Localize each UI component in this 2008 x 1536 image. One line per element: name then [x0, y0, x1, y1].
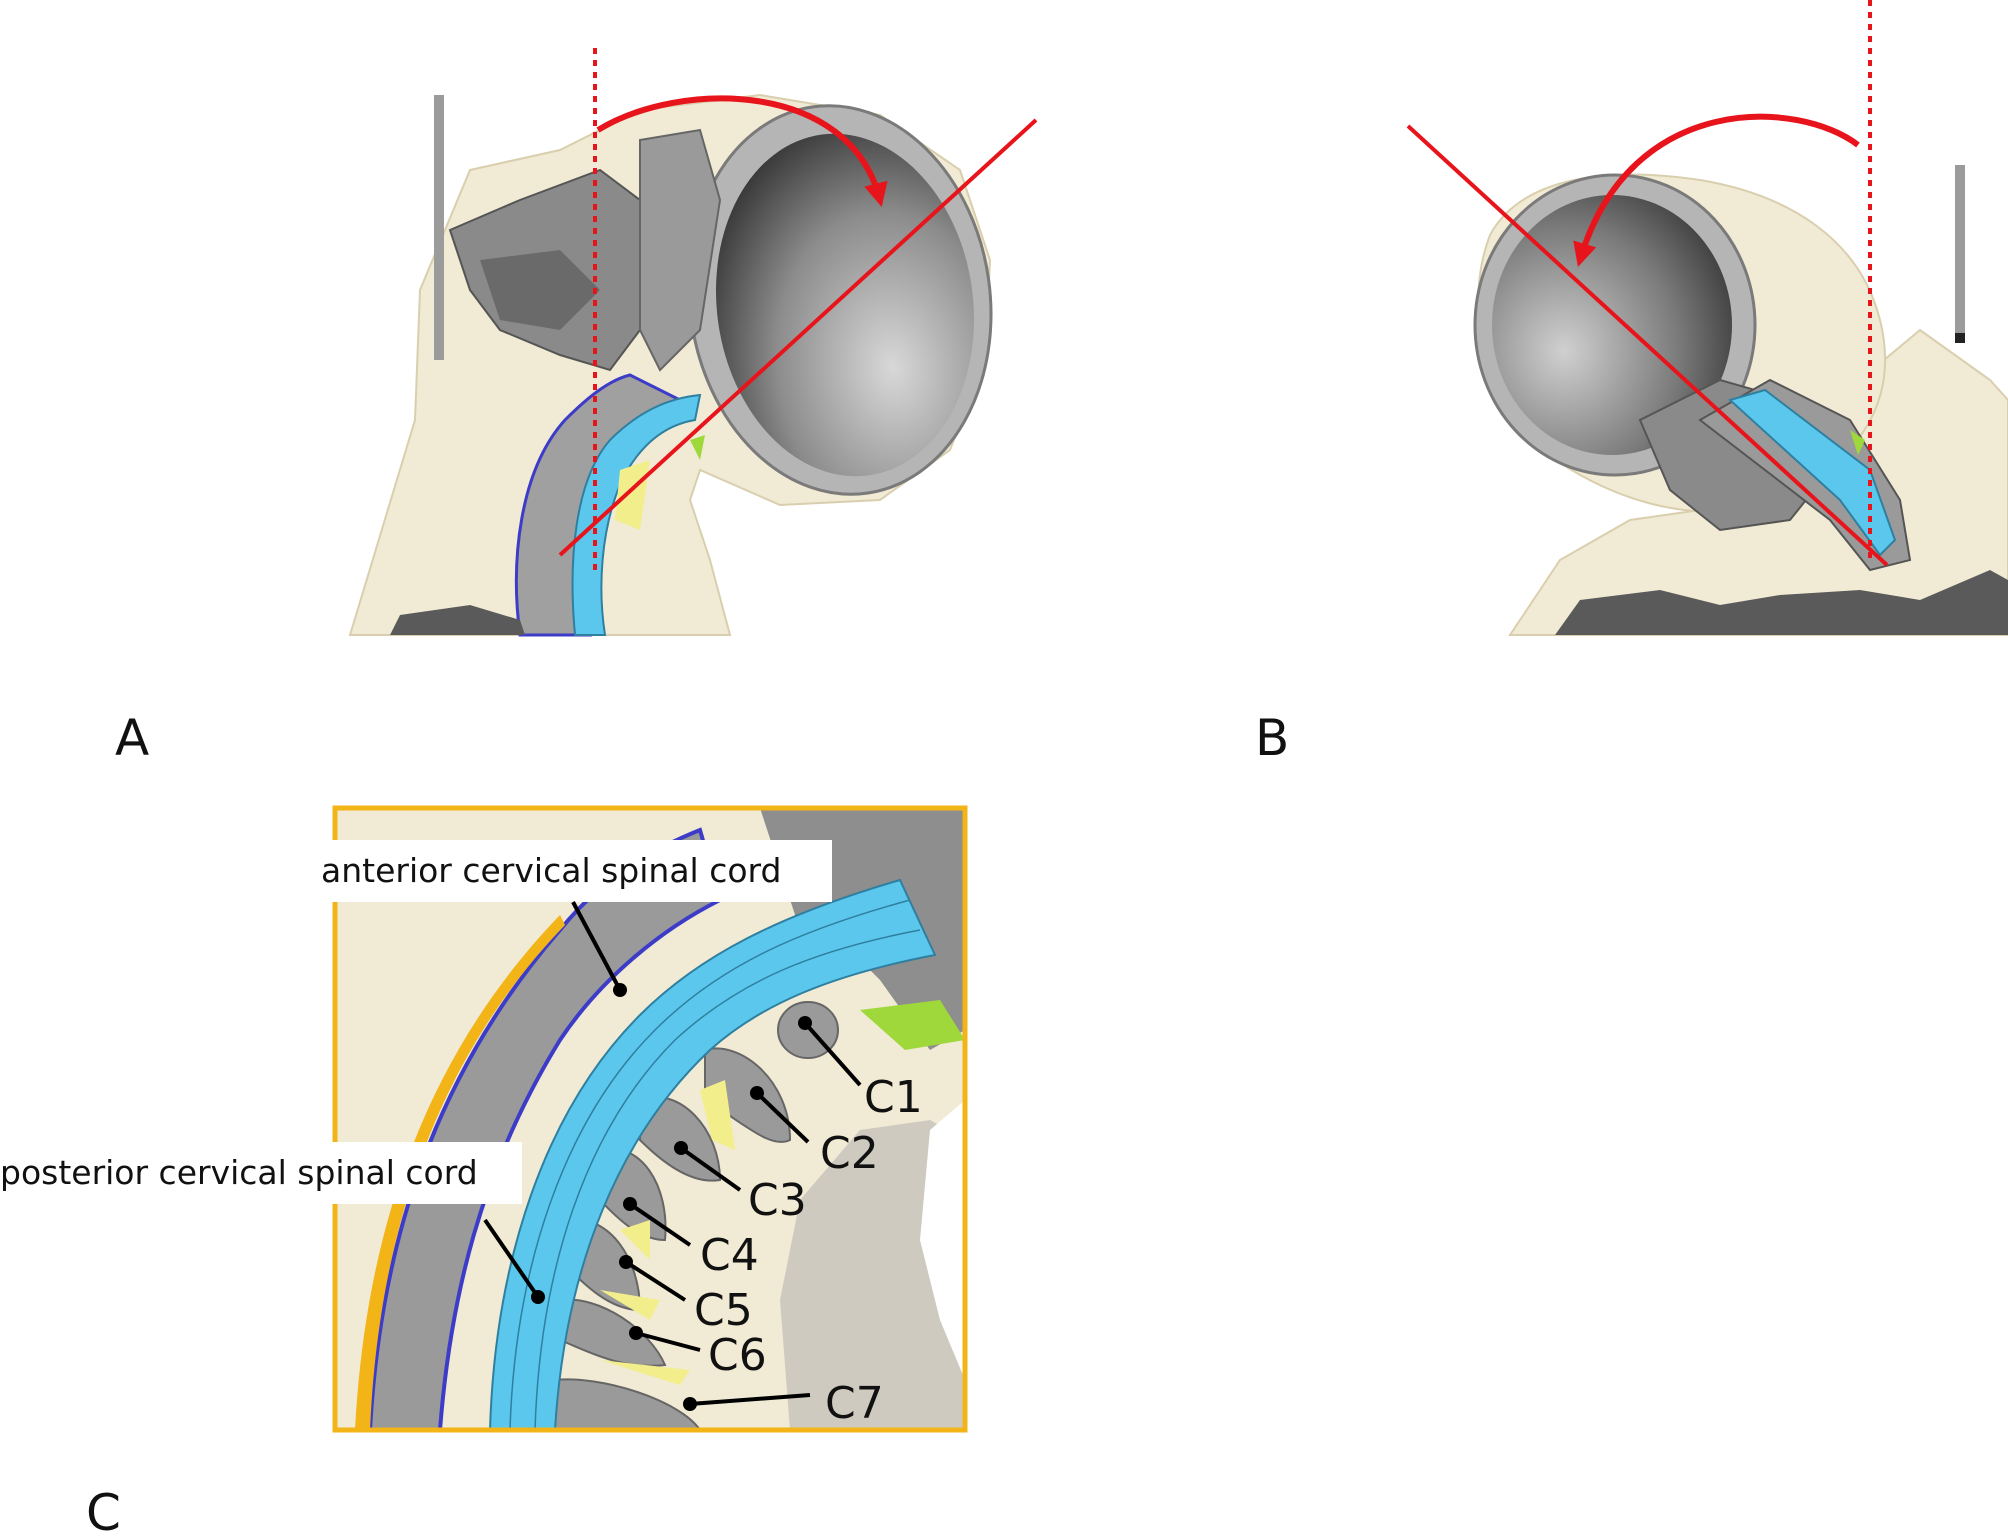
c3-label: C3 — [748, 1175, 807, 1226]
c3-leader — [679, 1146, 742, 1192]
vertebra-body-c2 — [704, 1047, 792, 1143]
panel-c-discs — [600, 1080, 735, 1385]
c1-label: C1 — [864, 1072, 923, 1123]
panel-c-white-gap — [920, 1100, 965, 1380]
panel-b-rotation-arrow — [1573, 113, 1860, 267]
c4-dot — [623, 1197, 637, 1211]
panel-c: anterior cervical spinal cord posterior … — [0, 805, 968, 1536]
disc-c6-c7 — [600, 1360, 690, 1385]
c4-label: C4 — [700, 1230, 759, 1281]
panel-a-rotation-arrow — [596, 95, 888, 207]
panel-a-head-axis — [558, 118, 1038, 557]
panel-b-letter: B — [1255, 709, 1289, 767]
panel-a-jaw — [480, 250, 600, 330]
panel-c-cord-line-2 — [534, 929, 921, 1431]
c4-leader — [628, 1202, 692, 1247]
c2-label: C2 — [820, 1128, 879, 1179]
vertebra-dots — [619, 1016, 812, 1411]
c6-dot — [629, 1326, 643, 1340]
c7-leader — [689, 1393, 811, 1406]
disc-c5-c6 — [600, 1290, 660, 1320]
c6-label: C6 — [708, 1330, 767, 1381]
panel-c-frame — [332, 805, 968, 1433]
panel-a-ligament-green — [690, 435, 705, 460]
c2-leader — [755, 1091, 810, 1144]
posterior-callout-leader — [483, 1218, 540, 1299]
posterior-callout-dot — [531, 1290, 545, 1304]
c1-dot — [798, 1016, 812, 1030]
disc-c2-c3 — [700, 1080, 735, 1150]
panel-a-ribs — [390, 605, 525, 635]
posterior-callout-box — [0, 1142, 522, 1204]
panel-a: A — [115, 48, 1038, 767]
panel-c-cord-line-1 — [509, 899, 911, 1431]
c3-dot — [674, 1141, 688, 1155]
panel-c-green-ligament — [860, 1000, 965, 1050]
c5-leader — [624, 1260, 687, 1302]
posterior-callout-label: posterior cervical spinal cord — [0, 1153, 478, 1192]
c1-leader — [803, 1021, 862, 1087]
disc-c4-c5 — [620, 1220, 650, 1260]
c2-dot — [750, 1086, 764, 1100]
panel-b-ligament-green — [1850, 430, 1865, 455]
panel-a-spinal-cord — [571, 393, 702, 636]
panel-a-scale-bar — [434, 95, 444, 360]
anterior-callout-box — [310, 840, 832, 902]
c6-leader — [635, 1331, 701, 1352]
panel-a-letter: A — [115, 709, 149, 767]
panel-c-letter: C — [86, 1484, 121, 1536]
panel-a-brain-cavity — [716, 133, 974, 477]
panel-c-spinal-cord — [488, 878, 937, 1431]
vertebra-body-c6 — [559, 1298, 667, 1367]
panel-b-scale-bar — [1955, 165, 1965, 335]
panel-b-ribs — [1555, 570, 2008, 635]
vertebra-callouts — [624, 1021, 862, 1406]
c7-dot — [683, 1397, 697, 1411]
panel-b: B — [1255, 0, 2008, 767]
panel-a-disc-yellow — [615, 460, 650, 530]
panel-b-head-axis — [1406, 124, 1889, 567]
c7-label: C7 — [825, 1378, 884, 1429]
panel-c-soft-tissue — [780, 1120, 965, 1430]
anterior-callout-dot — [613, 983, 627, 997]
anterior-callout-label: anterior cervical spinal cord — [321, 851, 781, 890]
anterior-callout-leader — [571, 901, 622, 991]
c5-dot — [619, 1255, 633, 1269]
panel-b-spinal-cord — [1727, 388, 1897, 557]
c5-label: C5 — [694, 1285, 753, 1336]
panel-b-scale-bar-end — [1955, 333, 1965, 343]
panel-a-skull-base — [639, 128, 722, 372]
